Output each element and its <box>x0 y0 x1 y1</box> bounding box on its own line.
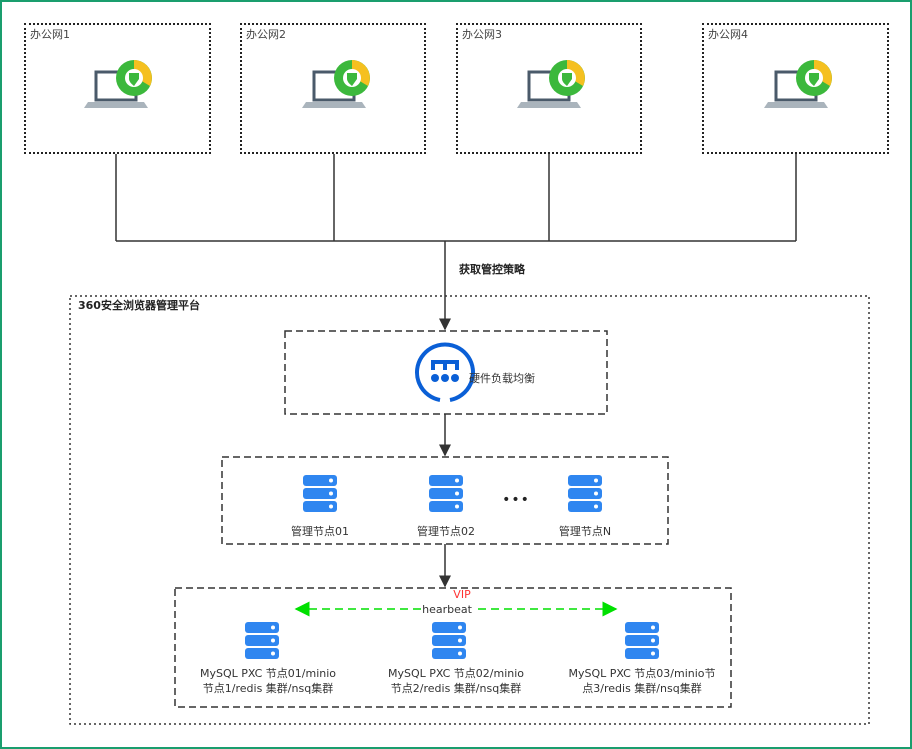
lb-label: 硬件负载均衡 <box>469 372 535 385</box>
heartbeat-label: hearbeat <box>421 603 473 616</box>
server-icon <box>303 475 337 512</box>
office-network-4: 办公网4 <box>702 23 889 154</box>
cluster-box <box>174 587 732 708</box>
office-network-1: 办公网1 <box>24 23 211 154</box>
platform-box <box>69 295 870 725</box>
server-icon <box>568 475 602 512</box>
cluster-node-1: MySQL PXC 节点01/minio 节点1/redis 集群/nsq集群 <box>200 666 336 696</box>
policy-label: 获取管控策略 <box>459 263 525 276</box>
office-label: 办公网1 <box>30 28 70 41</box>
management-box <box>221 456 669 545</box>
node-line: 节点2/redis 集群/nsq集群 <box>390 682 522 695</box>
cluster-node-2: MySQL PXC 节点02/minio 节点2/redis 集群/nsq集群 <box>388 666 524 696</box>
server-icon <box>432 622 466 659</box>
node-line: 点3/redis 集群/nsq集群 <box>582 682 702 695</box>
management-node-label: 管理节点N <box>558 525 612 538</box>
node-line: MySQL PXC 节点01/minio <box>199 667 337 680</box>
office-connectors <box>115 154 797 242</box>
vip-label: VIP <box>453 588 471 601</box>
lb-box <box>284 330 608 415</box>
office-label: 办公网2 <box>246 28 286 41</box>
office-network-3: 办公网3 <box>456 23 642 154</box>
load-balancer-icon <box>415 342 475 402</box>
node-line: MySQL PXC 节点02/minio <box>387 667 525 680</box>
management-node-label: 管理节点01 <box>291 525 349 538</box>
office-label: 办公网4 <box>708 28 748 41</box>
node-line: MySQL PXC 节点03/minio节 <box>568 667 716 680</box>
node-line: 节点1/redis 集群/nsq集群 <box>202 682 334 695</box>
platform-title: 360安全浏览器管理平台 <box>78 299 200 312</box>
server-icon <box>625 622 659 659</box>
server-icon <box>429 475 463 512</box>
cluster-node-3: MySQL PXC 节点03/minio节点3/redis 集群/nsq集群 <box>568 666 715 696</box>
server-icon <box>245 622 279 659</box>
ellipsis: ••• <box>502 492 530 508</box>
office-label: 办公网3 <box>462 28 502 41</box>
management-node-label: 管理节点02 <box>417 525 475 538</box>
office-network-2: 办公网2 <box>240 23 426 154</box>
